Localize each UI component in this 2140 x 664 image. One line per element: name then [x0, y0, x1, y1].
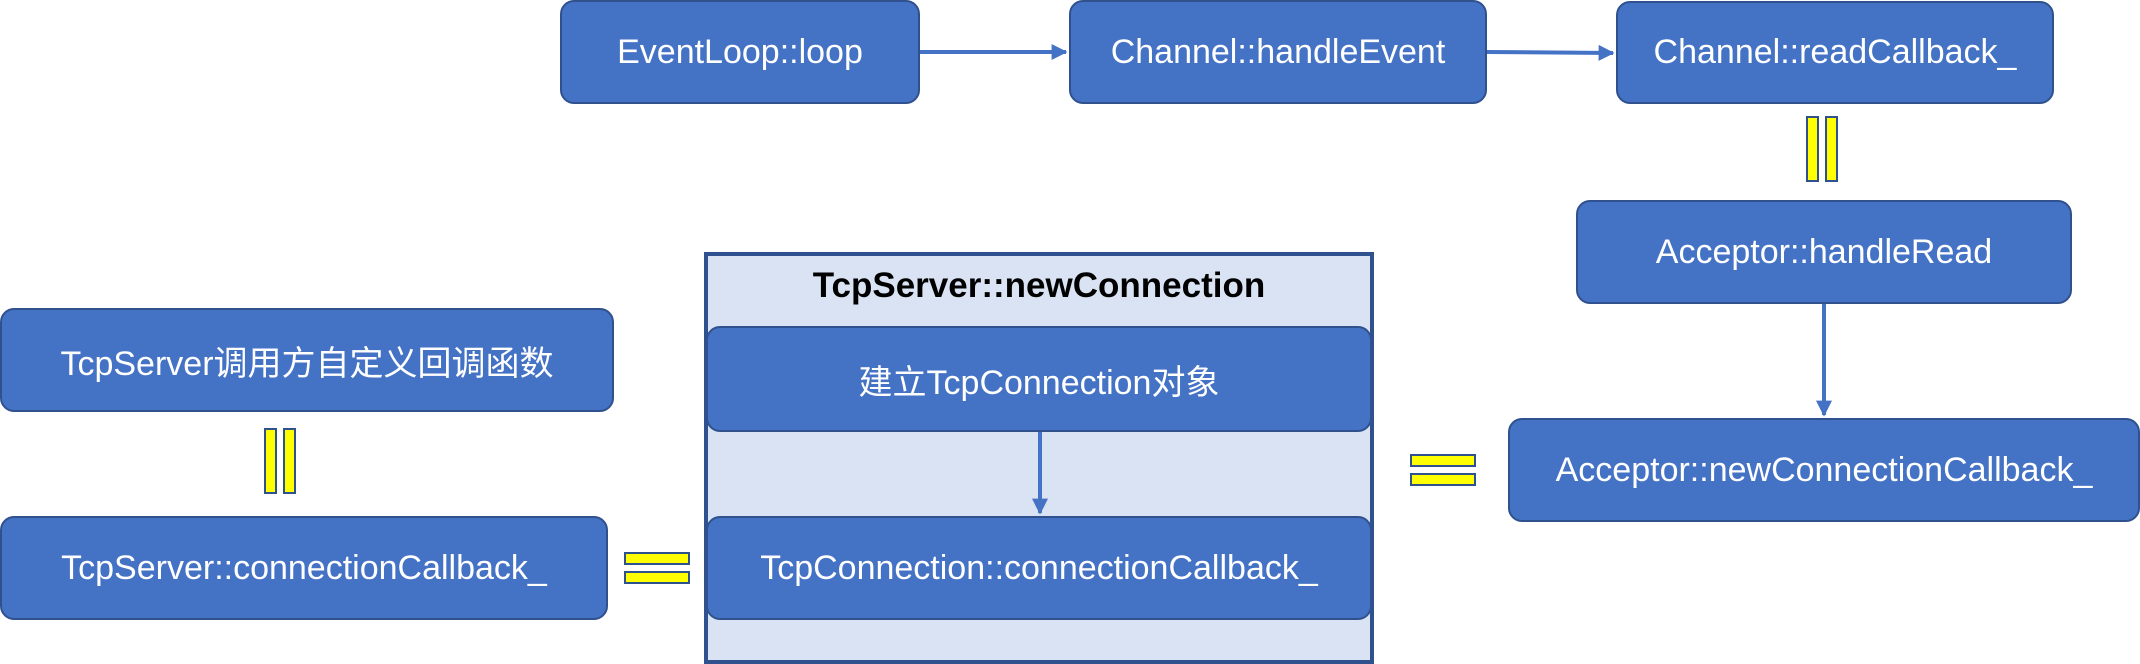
- equals-bar: [264, 428, 277, 494]
- equals-sign-vertical-left: [264, 428, 298, 494]
- node-channel-handle-event: Channel::handleEvent: [1069, 0, 1487, 104]
- node-eventloop-loop: EventLoop::loop: [560, 0, 920, 104]
- arrow-handle-event-to-read-callback: [1486, 44, 1615, 61]
- equals-sign-vertical: [1806, 116, 1840, 182]
- equals-sign-left: [624, 552, 690, 586]
- equals-sign-right: [1410, 454, 1476, 488]
- equals-bar: [1825, 116, 1838, 182]
- equals-bar: [624, 552, 690, 565]
- node-acceptor-handle-read-label: Acceptor::handleRead: [1655, 232, 1993, 271]
- node-tcpconnection-connection-callback: TcpConnection::connectionCallback_: [706, 516, 1372, 620]
- equals-bar: [1410, 473, 1476, 486]
- node-create-tcpconnection: 建立TcpConnection对象: [706, 326, 1372, 432]
- node-channel-read-callback-label: Channel::readCallback_: [1653, 33, 2017, 71]
- node-tcpserver-user-callback: TcpServer调用方自定义回调函数: [0, 308, 614, 412]
- node-channel-read-callback: Channel::readCallback_: [1616, 1, 2054, 104]
- node-acceptor-new-connection-callback-label: Acceptor::newConnectionCallback_: [1555, 450, 2093, 489]
- group-title: TcpServer::newConnection: [812, 266, 1266, 305]
- equals-bar: [283, 428, 296, 494]
- node-eventloop-loop-label: EventLoop::loop: [617, 32, 863, 71]
- node-tcpserver-connection-callback: TcpServer::connectionCallback_: [0, 516, 608, 620]
- node-channel-handle-event-label: Channel::handleEvent: [1110, 32, 1446, 71]
- equals-bar: [1806, 116, 1819, 182]
- node-tcpserver-user-callback-label: TcpServer调用方自定义回调函数: [60, 344, 554, 383]
- equals-bar: [624, 571, 690, 584]
- node-create-tcpconnection-label: 建立TcpConnection对象: [858, 363, 1220, 402]
- node-acceptor-new-connection-callback: Acceptor::newConnectionCallback_: [1508, 418, 2140, 522]
- equals-bar: [1410, 454, 1476, 467]
- node-tcpconnection-connection-callback-label: TcpConnection::connectionCallback_: [760, 548, 1318, 587]
- node-tcpserver-connection-callback-label: TcpServer::connectionCallback_: [61, 548, 547, 587]
- node-acceptor-handle-read: Acceptor::handleRead: [1576, 200, 2072, 304]
